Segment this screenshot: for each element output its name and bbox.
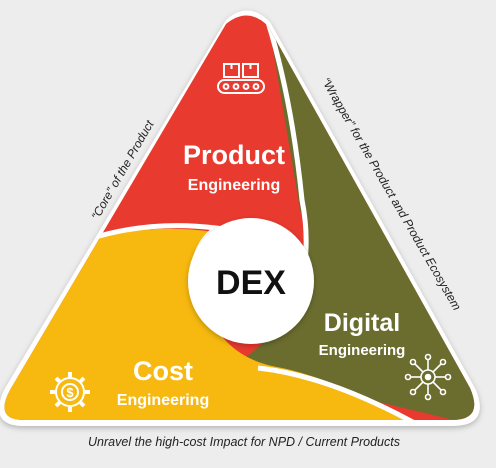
product-subtitle: Engineering	[188, 177, 280, 194]
svg-text:$: $	[66, 385, 74, 400]
product-title: Product	[183, 140, 285, 170]
center-label: DEX	[216, 264, 286, 302]
circuit-network-icon	[404, 353, 452, 401]
dollar-gear-icon: $	[50, 372, 90, 412]
digital-title: Digital	[324, 309, 400, 337]
conveyor-boxes-icon	[217, 63, 265, 94]
cost-title: Cost	[133, 356, 193, 386]
center-circle	[188, 218, 314, 344]
bottom-label: Unravel the high-cost Impact for NPD / C…	[88, 435, 400, 449]
cost-subtitle: Engineering	[117, 392, 209, 409]
digital-subtitle: Engineering	[319, 342, 406, 359]
separator-line	[257, 365, 422, 420]
